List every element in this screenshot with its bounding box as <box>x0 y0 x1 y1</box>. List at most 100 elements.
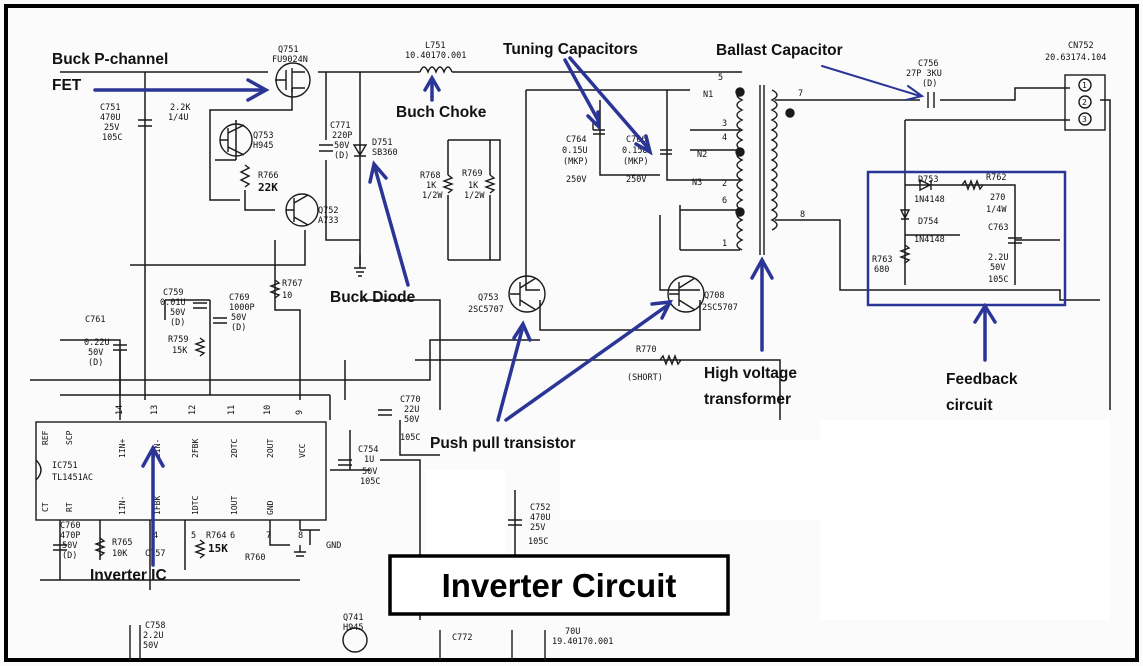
c771-capacitor-symbol <box>319 144 333 152</box>
ic751-label: IC751 <box>52 461 78 471</box>
pin-2: 2 <box>722 179 727 189</box>
ic-pin-label-bottom: 1DTC <box>191 496 200 515</box>
c764-v2: (MKP) <box>563 157 589 167</box>
c770-v2: 50V <box>404 415 419 425</box>
q752-label: Q752 <box>318 206 338 216</box>
annotation-arrows <box>93 56 997 567</box>
ic-pin-label-bottom: 1IN- <box>118 496 127 515</box>
ic751-part: TL1451AC <box>52 473 93 483</box>
q741-transistor-symbol <box>342 627 368 653</box>
c770-capacitor-symbol <box>378 409 392 416</box>
c756-v1: 27P 3KU <box>906 69 942 79</box>
d754-part: 1N4148 <box>914 235 945 245</box>
r763-resistor-symbol <box>899 244 911 264</box>
label-buck-choke: Buch Choke <box>396 104 487 121</box>
c771-v2: 50V <box>334 141 349 151</box>
d754-label: D754 <box>918 217 938 227</box>
annotation-labels: Buck P-channel FET Buch Choke Tuning Cap… <box>52 41 1018 584</box>
arrow-tuning-caps <box>563 56 650 150</box>
q751-part: FU9024N <box>272 55 308 65</box>
label-hv-transformer-1: High voltage <box>704 365 797 382</box>
pin-5: 5 <box>718 73 723 83</box>
ic-pin-number-top: 13 <box>150 405 160 415</box>
c770-v3: 105C <box>400 433 420 443</box>
label-push-pull: Push pull transistor <box>430 435 576 452</box>
c756-capacitor-symbol <box>927 92 935 108</box>
c754-capacitor-symbol <box>338 459 352 466</box>
d753-diode-symbol <box>919 178 932 192</box>
q753b-label: Q753 <box>478 293 498 303</box>
c766-v1: 0.15U <box>622 146 648 156</box>
c770-v1: 22U <box>404 405 419 415</box>
pin-6: 6 <box>722 196 727 206</box>
ic-pin-label-left: REF <box>41 430 50 445</box>
r-top-label: 2.2K <box>170 103 191 113</box>
r765-value: 10K <box>112 549 128 559</box>
ic-pin-label-left: RT <box>65 502 74 512</box>
label-feedback-2: circuit <box>946 397 993 414</box>
c759-v2: 50V <box>170 308 185 318</box>
c764-label: C764 <box>566 135 586 145</box>
ic-pin-label-bottom: GND <box>266 500 275 515</box>
q741-label: Q741 <box>343 613 363 623</box>
r770-value: (SHORT) <box>627 373 663 383</box>
ic751-chip <box>35 421 327 521</box>
c761-v1: 0.22U <box>84 338 110 348</box>
component-symbols <box>35 62 1106 660</box>
c763-label: C763 <box>988 223 1008 233</box>
r763-value: 680 <box>874 265 889 275</box>
d753-label: D753 <box>918 175 938 185</box>
q753b-transistor-symbol <box>508 275 546 313</box>
c761-label: C761 <box>85 315 105 325</box>
gnd-label: GND <box>326 541 341 551</box>
label-inverter-ic: Inverter IC <box>90 567 167 584</box>
transformer-symbol <box>736 85 778 255</box>
label-ballast-cap: Ballast Capacitor <box>716 42 843 59</box>
c754-v1: 1U <box>364 455 374 465</box>
l-bottom-part: 19.40170.001 <box>552 637 613 647</box>
r-top-label-2: 1/4U <box>168 113 188 123</box>
r768-v1: 1K <box>426 181 437 191</box>
c766-capacitor-symbol <box>660 149 672 155</box>
q752-part: A733 <box>318 216 338 226</box>
c771-label: C771 <box>330 121 350 131</box>
r759-label: R759 <box>168 335 188 345</box>
r759-value: 15K <box>172 346 188 356</box>
pin-1: 1 <box>722 239 727 249</box>
c757-label: C757 <box>145 549 165 559</box>
label-feedback-1: Feedback <box>946 371 1018 388</box>
ic-pin-number-bottom: 7 <box>266 531 271 541</box>
ic-pin-label-top: VCC <box>298 443 307 458</box>
r766-label: R766 <box>258 171 278 181</box>
c754-label: C754 <box>358 445 378 455</box>
winding-n1: N1 <box>703 90 713 100</box>
pin-4: 4 <box>722 133 727 143</box>
blank-patch <box>820 420 1110 620</box>
winding-n3: N3 <box>692 178 702 188</box>
q708-label: Q708 <box>704 291 724 301</box>
c759-v1: 0.01U <box>160 298 186 308</box>
c763-capacitor-symbol <box>1008 237 1022 244</box>
blank-patch-2 <box>425 470 505 560</box>
c752-v1: 470U <box>530 513 550 523</box>
r767-resistor-symbol <box>269 279 281 299</box>
ic-pin-number-top: 9 <box>295 410 305 415</box>
c760-capacitor-symbol <box>53 544 67 551</box>
c752-v2: 25V <box>530 523 545 533</box>
r770-label: R770 <box>636 345 656 355</box>
r770-resistor-symbol <box>659 354 682 366</box>
c769-v1: 1000P <box>229 303 255 313</box>
c756-label: C756 <box>918 59 938 69</box>
c751-label: C751 <box>100 103 120 113</box>
c763-v2: 50V <box>990 263 1005 273</box>
blank-patch-3 <box>560 440 820 520</box>
c756-v2: (D) <box>922 79 937 89</box>
r766-value: 22K <box>258 181 278 194</box>
c752-capacitor-symbol <box>508 519 522 526</box>
c769-capacitor-symbol <box>213 317 227 324</box>
cn752-pin-3: 3 <box>1082 115 1087 124</box>
c751-v3: 105C <box>102 133 122 143</box>
r760-label: R760 <box>245 553 265 563</box>
r766-resistor-symbol <box>239 164 251 188</box>
